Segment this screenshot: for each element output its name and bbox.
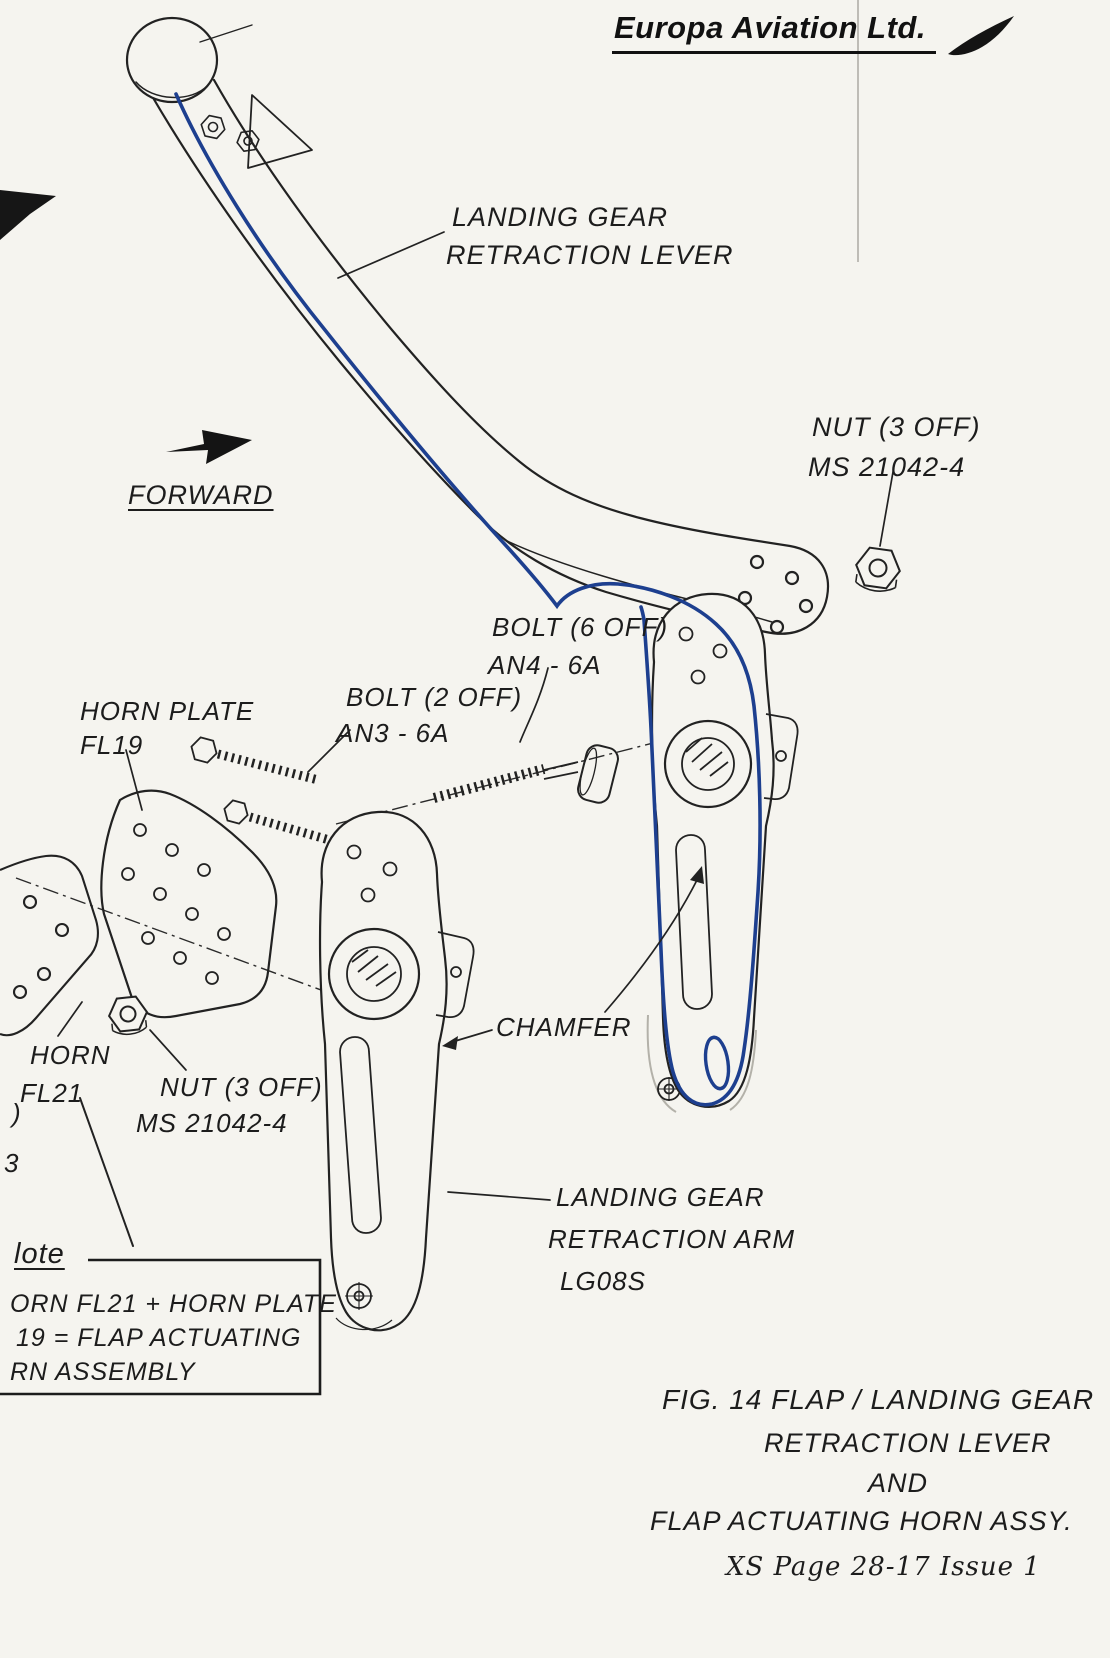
label-bolt2-line1: BOLT (2 OFF)	[346, 682, 523, 712]
label-nut-bottom-line2: MS 21042-4	[136, 1108, 288, 1138]
horn-plate-fl19-drawing	[100, 789, 278, 1019]
retraction-arm-front-drawing	[318, 810, 475, 1332]
label-arm-line3: LG08S	[560, 1266, 646, 1296]
label-bolt6-line2: AN4 - 6A	[488, 650, 602, 680]
label-lever-line2: RETRACTION LEVER	[446, 240, 734, 270]
nut-ms21042-bottom-drawing	[107, 995, 149, 1036]
label-nut-bottom-line1: NUT (3 OFF)	[160, 1072, 323, 1102]
forward-arrow-icon	[166, 430, 252, 464]
note-title: lote	[14, 1238, 65, 1270]
note-line3: RN ASSEMBLY	[10, 1358, 196, 1386]
label-horn-line1: HORN	[30, 1040, 111, 1070]
figure-caption-line1: FIG. 14 FLAP / LANDING GEAR	[662, 1384, 1095, 1415]
bolt-an4-drawing	[432, 744, 619, 804]
nut-ms21042-top-drawing	[855, 546, 901, 592]
note-line1: ORN FL21 + HORN PLATE	[10, 1290, 337, 1318]
label-nut-top-line1: NUT (3 OFF)	[812, 412, 981, 442]
label-horn-plate-line2: FL19	[80, 730, 144, 760]
figure-caption-line4: FLAP ACTUATING HORN ASSY.	[650, 1506, 1073, 1536]
label-chamfer: CHAMFER	[496, 1012, 632, 1042]
label-forward: FORWARD	[128, 480, 274, 510]
landing-gear-retraction-lever-drawing	[125, 16, 830, 635]
label-edge-fragment2: 3	[4, 1148, 20, 1178]
brand-swoosh-icon	[948, 16, 1014, 56]
horn-fl21-drawing	[0, 854, 99, 1037]
label-bolt2-line2: AN3 - 6A	[336, 718, 450, 748]
label-bolt6-line1: BOLT (6 OFF)	[492, 612, 669, 642]
leader-lines	[57, 231, 894, 1247]
note-line2: 19 = FLAP ACTUATING	[16, 1324, 302, 1352]
label-nut-top-line2: MS 21042-4	[808, 452, 966, 482]
corner-arrow-icon	[0, 190, 56, 240]
label-arm-line2: RETRACTION ARM	[548, 1224, 796, 1254]
label-horn-plate-line1: HORN PLATE	[80, 696, 255, 726]
page-reference: XS Page 28-17 Issue 1	[726, 1552, 1041, 1582]
label-edge-fragment1: )	[12, 1098, 22, 1128]
brand-title: Europa Aviation Ltd.	[612, 10, 936, 54]
figure-caption-line3: AND	[868, 1468, 929, 1498]
centerlines	[15, 727, 713, 1031]
bolt-an3-drawing	[190, 736, 338, 847]
blue-highlight-path	[174, 92, 762, 1107]
figure-caption-line2: RETRACTION LEVER	[764, 1428, 1052, 1458]
note-box	[0, 1258, 322, 1396]
label-horn-line2: FL21	[20, 1078, 84, 1108]
label-arm-line1: LANDING GEAR	[556, 1182, 765, 1212]
label-lever-line1: LANDING GEAR	[452, 202, 669, 232]
retraction-arm-rear-drawing	[646, 592, 799, 1113]
